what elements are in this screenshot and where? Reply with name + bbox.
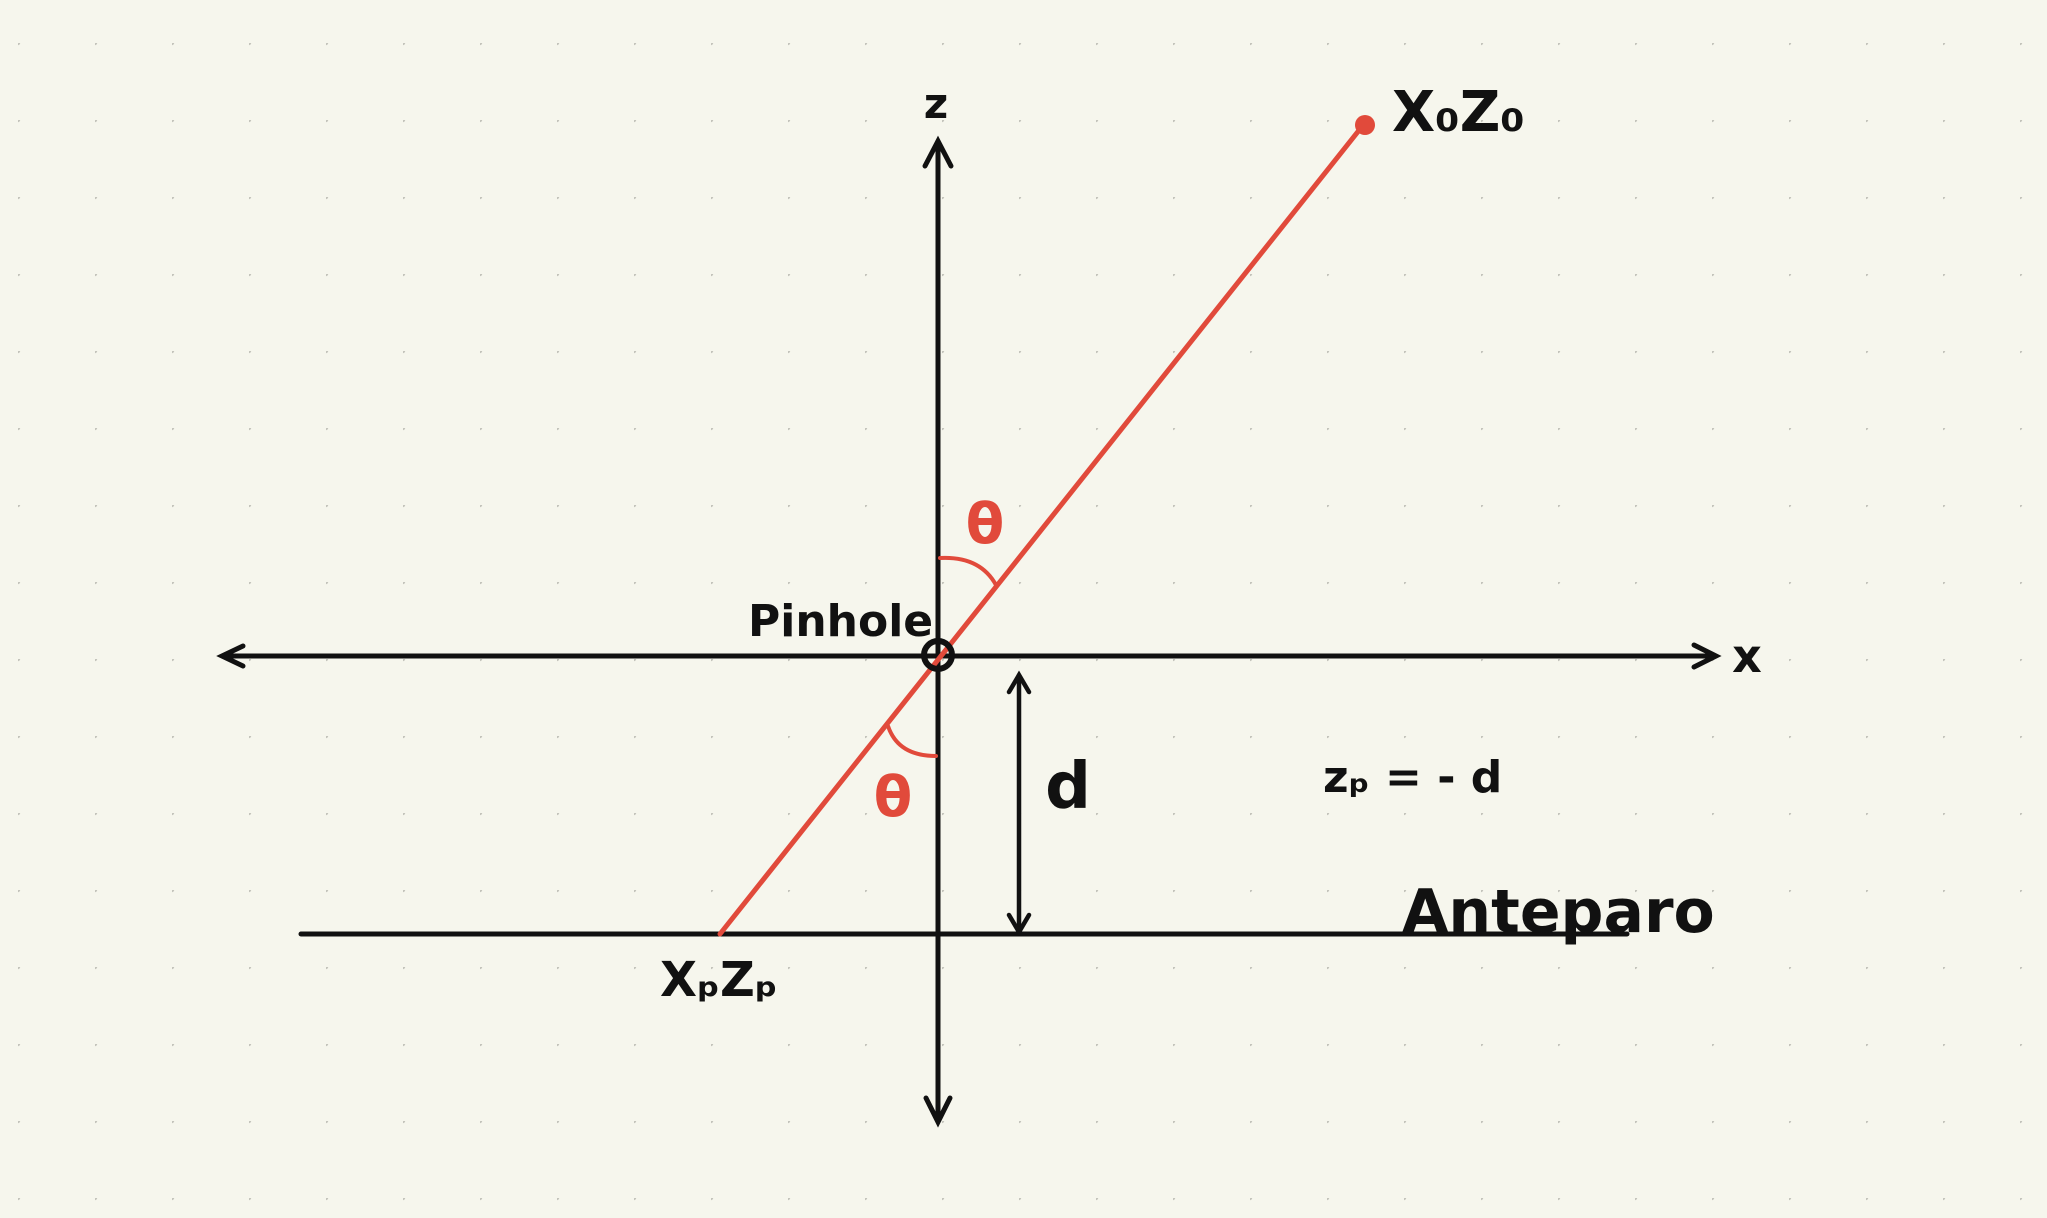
z-axis bbox=[922, 135, 954, 1128]
angle-arc-top bbox=[938, 555, 998, 587]
x-axis-right-arrowhead bbox=[1691, 642, 1722, 670]
angle-label-top: θ bbox=[966, 492, 1004, 557]
object-point-label: X₀Z₀ bbox=[1392, 80, 1525, 145]
distance-arrow bbox=[1006, 670, 1032, 937]
light-ray bbox=[717, 121, 1367, 937]
z-axis-up-arrowhead bbox=[922, 135, 954, 169]
x-axis bbox=[216, 642, 1722, 670]
image-plane-label: Anteparo bbox=[1402, 877, 1715, 947]
distance-label: d bbox=[1045, 750, 1091, 824]
image-point-label: XₚZₚ bbox=[660, 952, 778, 1008]
z-axis-down-arrowhead bbox=[923, 1095, 953, 1128]
pinhole-circle bbox=[921, 638, 955, 672]
x-axis-left-arrowhead bbox=[216, 643, 246, 669]
angle-label-bottom: θ bbox=[874, 765, 912, 830]
x-axis-label: x bbox=[1732, 629, 1762, 683]
z-axis-label: z bbox=[924, 79, 948, 128]
object-point-dot bbox=[1355, 115, 1375, 135]
plane-equation: zₚ = - d bbox=[1323, 752, 1502, 803]
pinhole-label: Pinhole bbox=[748, 596, 933, 647]
angle-arc-bottom bbox=[886, 724, 938, 758]
